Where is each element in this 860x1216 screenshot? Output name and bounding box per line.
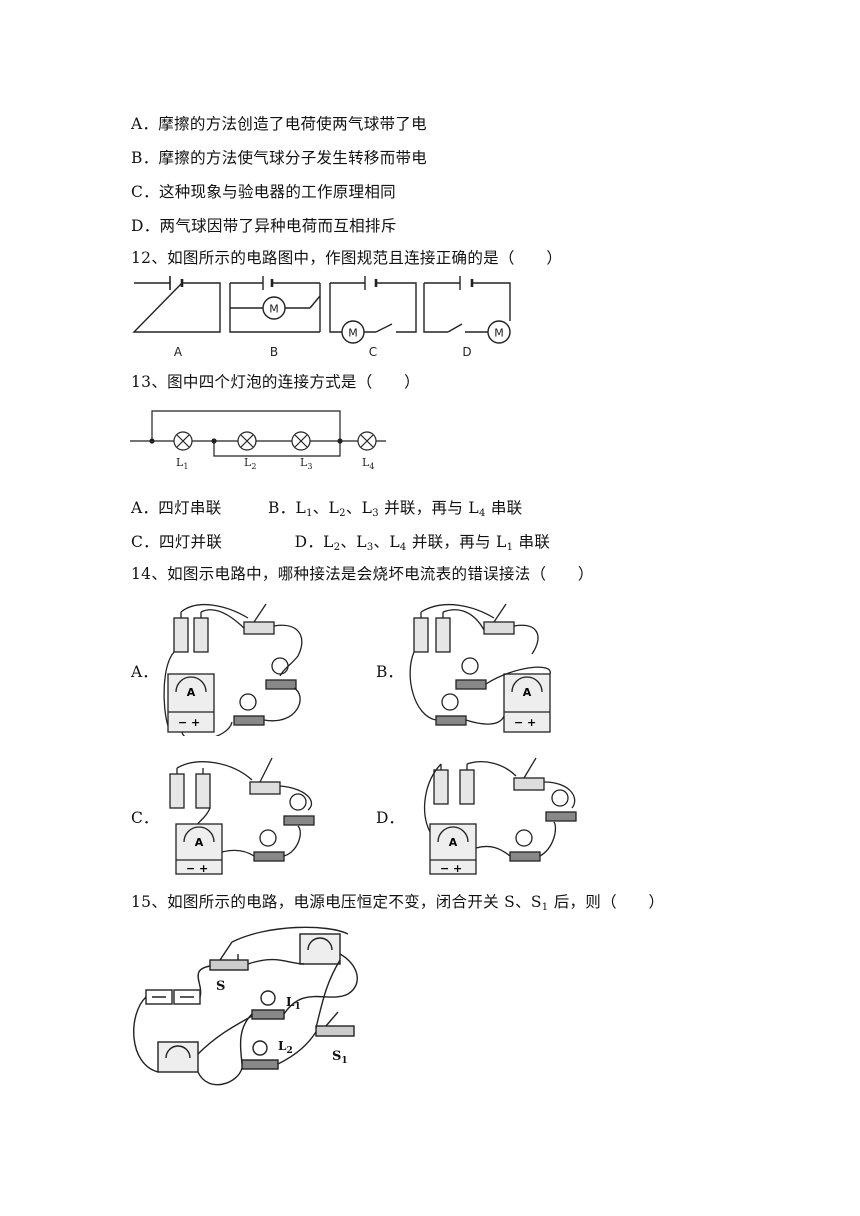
q12-label-b: B — [270, 345, 278, 359]
q12-circuit-b — [229, 276, 321, 333]
q12-motor-d: M — [494, 327, 504, 340]
q15-circuit-figure: S L1 L2 S1 — [133, 926, 358, 1086]
q12-label-d: D — [462, 345, 471, 359]
q14-option-b-label: B． — [376, 663, 403, 681]
q15-label-l2: L2 — [278, 1039, 293, 1056]
q12-label-a: A — [174, 345, 183, 359]
q14-figure-d: A − + — [423, 757, 577, 875]
bulb-l2-icon — [237, 431, 257, 451]
q13-options-row1: A．四灯串联 B．L1、L2、L3 并联，再与 L4 串联 — [131, 496, 522, 519]
q14-d-ammeter: A — [449, 836, 458, 849]
q13-option-a: A．四灯串联 — [131, 499, 222, 517]
q13-options-row2: C．四灯并联 D．L2、L3、L4 并联，再与 L1 串联 — [131, 530, 550, 553]
q12-stem: 12、如图所示的电路图中，作图规范且连接正确的是（ ） — [131, 249, 563, 267]
q13-option-b: B．L1、L2、L3 并联，再与 L4 串联 — [267, 499, 523, 519]
q12-motor-b: M — [269, 303, 279, 316]
q15-label-s: S — [216, 979, 225, 994]
q15-stem: 15、如图所示的电路，电源电压恒定不变，闭合开关 S、S1 后，则（ ） — [131, 893, 665, 913]
q12-circuit-a — [132, 276, 221, 333]
q14-option-d-label: D． — [376, 809, 404, 827]
q14-option-c-label: C． — [131, 809, 159, 827]
svg-text:− +: − + — [440, 862, 462, 875]
q15-label-s1: S1 — [332, 1049, 348, 1066]
q14-figure-c: A − + — [169, 757, 315, 875]
q12-circuit-figures: M M M A B C D — [132, 276, 511, 359]
q13-label-l4: L4 — [362, 456, 374, 471]
q12-circuit-c — [329, 276, 417, 344]
q14-a-ammeter: A — [187, 686, 196, 699]
bulb-l1-icon — [173, 431, 193, 451]
q13-label-l3: L3 — [300, 456, 312, 471]
q14-b-ammeter: A — [523, 686, 532, 699]
q11-option-b: B．摩擦的方法使气球分子发生转移而带电 — [131, 149, 428, 167]
q14-figure-a: A − + — [163, 603, 303, 736]
svg-text:− +: − + — [186, 862, 208, 875]
bulb-l3-icon — [291, 431, 311, 451]
q13-label-l1: L1 — [176, 456, 188, 471]
q12-circuit-d — [423, 276, 511, 344]
q14-stem: 14、如图示电路中，哪种接法是会烧坏电流表的错误接法（ ） — [131, 565, 594, 583]
svg-text:− +: − + — [178, 716, 200, 729]
q13-stem: 13、图中四个灯泡的连接方式是（ ） — [131, 373, 420, 391]
q14-figure-b: A − + — [409, 603, 551, 733]
q13-circuit-figure: L1 L2 L3 L4 — [130, 410, 386, 471]
q13-option-c: C．四灯并联 — [131, 533, 223, 551]
q13-label-l2: L2 — [244, 456, 256, 471]
bulb-l4-icon — [357, 431, 377, 451]
q13-option-d: D．L2、L3、L4 并联，再与 L1 串联 — [294, 533, 551, 553]
q12-motor-c: M — [348, 327, 358, 340]
q11-option-a: A．摩擦的方法创造了电荷使两气球带了电 — [131, 115, 427, 133]
q11-option-d: D．两气球因带了异种电荷而互相排斥 — [131, 217, 397, 235]
q12-label-c: C — [369, 345, 377, 359]
svg-text:− +: − + — [514, 716, 536, 729]
q14-c-ammeter: A — [195, 836, 204, 849]
q14-option-a-label: A． — [131, 663, 158, 681]
q11-option-c: C．这种现象与验电器的工作原理相同 — [131, 183, 396, 201]
